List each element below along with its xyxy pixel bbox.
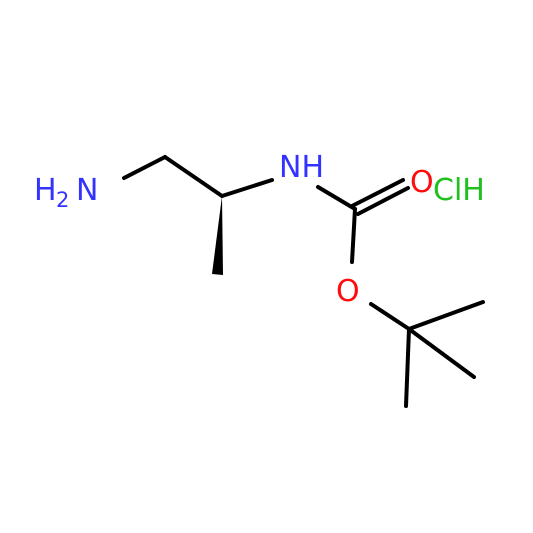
atom-label-carbonyl-oxygen: O bbox=[410, 165, 434, 200]
bond-carbonyl-double-b bbox=[356, 186, 410, 216]
amine-h-label: H bbox=[34, 173, 57, 208]
bond-quaternary-methyl-2 bbox=[407, 327, 476, 379]
atom-label-amine: H 2 N bbox=[34, 173, 98, 212]
bond-quaternary-methyl-3 bbox=[404, 327, 411, 408]
bond-carbonyl-double-a bbox=[350, 178, 405, 208]
bonds bbox=[122, 155, 485, 408]
atom-label-ester-oxygen: O bbox=[336, 274, 360, 309]
bond-carbonyl-ester-o bbox=[350, 207, 357, 264]
bond-chiral-nh bbox=[220, 178, 274, 198]
bond-nh-carbonyl bbox=[316, 185, 357, 211]
bond-n-ch2 bbox=[122, 155, 167, 180]
bond-o-quaternary bbox=[369, 302, 411, 331]
bond-quaternary-methyl-1 bbox=[407, 300, 485, 331]
amine-subscript-label: 2 bbox=[56, 188, 69, 212]
salt-label-hcl: ClH bbox=[433, 173, 485, 208]
atom-label-nh: NH bbox=[279, 150, 324, 185]
amine-n-label: N bbox=[76, 173, 98, 208]
bond-ch2-chiral bbox=[163, 155, 224, 198]
wedge-bond-methyl bbox=[212, 196, 223, 275]
